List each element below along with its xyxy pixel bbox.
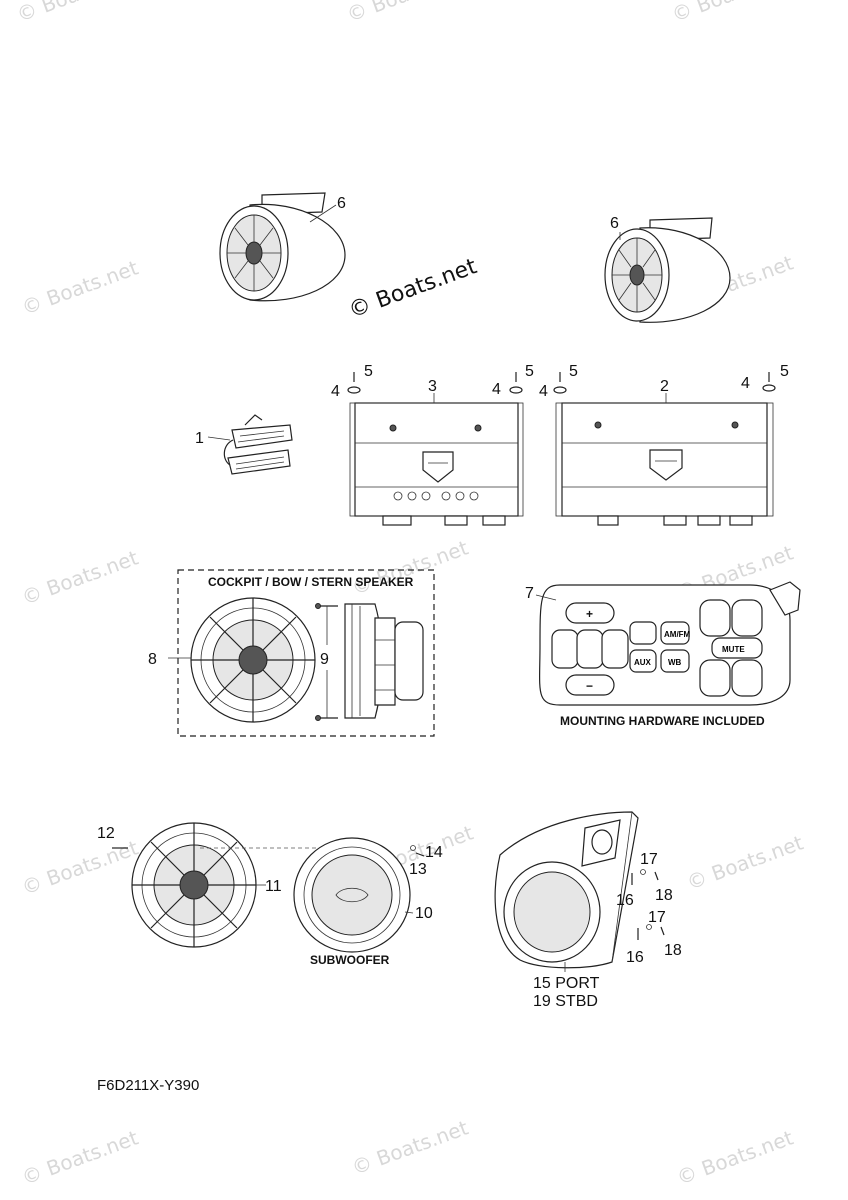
watermark: © Boats.net [669, 0, 792, 27]
tower-speaker-left [219, 192, 346, 302]
callout-7: 7 [525, 585, 534, 602]
callout-5: 5 [780, 363, 789, 380]
subwoofer-label: SUBWOOFER [310, 953, 390, 967]
callout-15: 15 PORT [533, 975, 600, 992]
watermark: © Boats.net [349, 535, 472, 599]
callout-14: 14 [425, 844, 443, 861]
callout-9: 9 [320, 651, 329, 668]
diagram-code: F6D211X-Y390 [97, 1077, 199, 1094]
callout-4: 4 [539, 383, 548, 400]
marine-speaker-8 [168, 597, 316, 723]
callout-8: 8 [148, 651, 157, 668]
remote-mute: MUTE [722, 645, 745, 654]
callout-12: 12 [97, 825, 115, 842]
callout-4: 4 [492, 381, 501, 398]
fasteners-16-17-18 [631, 869, 665, 940]
callout-16: 16 [616, 892, 634, 909]
callout-13: 13 [409, 861, 427, 878]
callout-5: 5 [525, 363, 534, 380]
callout-19: 19 STBD [533, 993, 598, 1010]
callout-2: 2 [660, 378, 669, 395]
callout-4: 4 [741, 375, 750, 392]
amplifier-right [555, 393, 774, 526]
callout-1: 1 [195, 430, 204, 447]
remote-wb: WB [668, 658, 682, 667]
wiring-harness [207, 414, 293, 475]
subwoofer-enclosure [494, 811, 639, 972]
remote-control-7: + − AM/FM AUX WB MUTE [535, 581, 801, 706]
speaker-kit-label: COCKPIT / BOW / STERN SPEAKER [208, 575, 414, 589]
callout-18: 18 [664, 942, 682, 959]
speaker-kit-box [177, 569, 435, 737]
watermark: © Boats.net [344, 0, 467, 27]
watermark: © Boats.net [19, 835, 142, 899]
remote-minus: − [586, 679, 593, 693]
watermark: © Boats.net [674, 1125, 797, 1189]
remote-center: AM/FM AUX WB [629, 621, 691, 673]
remote-amfm: AM/FM [664, 630, 691, 639]
callout-4: 4 [331, 383, 340, 400]
subwoofer-grille-11 [131, 822, 266, 948]
watermark: © Boats.net [14, 0, 137, 27]
amp-controls [393, 491, 479, 501]
remote-left-pad: + − [551, 602, 629, 696]
remote-right-pad: MUTE [699, 599, 763, 697]
callout-6: 6 [610, 215, 619, 232]
mounting-hardware-label: MOUNTING HARDWARE INCLUDED [560, 714, 765, 728]
tower-speaker-right [604, 217, 731, 323]
center-watermark: © Boats.net [346, 254, 481, 324]
speaker-profile [344, 603, 424, 719]
callout-17: 17 [648, 909, 666, 926]
watermark: © Boats.net [19, 1125, 142, 1189]
callout-6: 6 [337, 195, 346, 212]
callout-11: 11 [265, 878, 282, 895]
callout-17: 17 [640, 851, 658, 868]
callout-16: 16 [626, 949, 644, 966]
watermark: © Boats.net [684, 830, 807, 894]
callout-10: 10 [415, 905, 433, 922]
callout-5: 5 [569, 363, 578, 380]
watermark: © Boats.net [19, 255, 142, 319]
fasteners-13-14 [410, 845, 425, 857]
callout-5: 5 [364, 363, 373, 380]
amplifier-left [349, 393, 524, 526]
remote-plus: + [586, 607, 593, 621]
remote-aux: AUX [634, 658, 652, 667]
screws-washers [347, 372, 776, 394]
callout-3: 3 [428, 378, 437, 395]
watermark: © Boats.net [349, 1115, 472, 1179]
subwoofer-10 [293, 837, 414, 953]
mounting-screws-9 [315, 603, 338, 721]
callout-18: 18 [655, 887, 673, 904]
watermark: © Boats.net [19, 545, 142, 609]
